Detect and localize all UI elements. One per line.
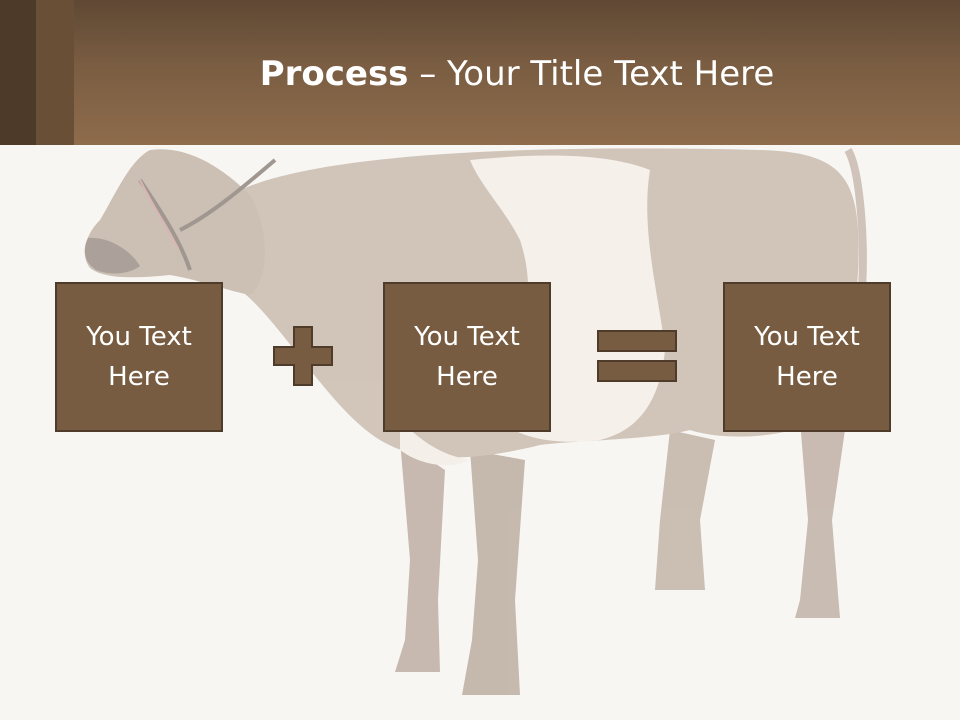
plus-icon — [273, 326, 333, 386]
title-bold: Process — [259, 54, 409, 94]
banner-accent-dark — [0, 0, 36, 145]
process-box-1-text: You Text Here — [86, 317, 192, 397]
banner-accent-mid — [36, 0, 74, 145]
process-box-3[interactable]: You Text Here — [723, 282, 891, 432]
process-box-2-line-2: Here — [436, 362, 498, 392]
process-box-2[interactable]: You Text Here — [383, 282, 551, 432]
process-box-2-text: You Text Here — [414, 317, 520, 397]
process-box-1-line-2: Here — [108, 362, 170, 392]
title-banner: Process – Your Title Text Here — [0, 0, 960, 145]
slide-title: Process – Your Title Text Here — [74, 52, 960, 96]
process-box-1-line-1: You Text — [86, 322, 192, 352]
process-box-1[interactable]: You Text Here — [55, 282, 223, 432]
title-rest: – Your Title Text Here — [408, 54, 775, 94]
process-box-2-line-1: You Text — [414, 322, 520, 352]
process-box-3-line-2: Here — [776, 362, 838, 392]
process-box-3-text: You Text Here — [754, 317, 860, 397]
equals-icon — [597, 330, 677, 382]
cow-background-image — [84, 147, 867, 695]
process-box-3-line-1: You Text — [754, 322, 860, 352]
